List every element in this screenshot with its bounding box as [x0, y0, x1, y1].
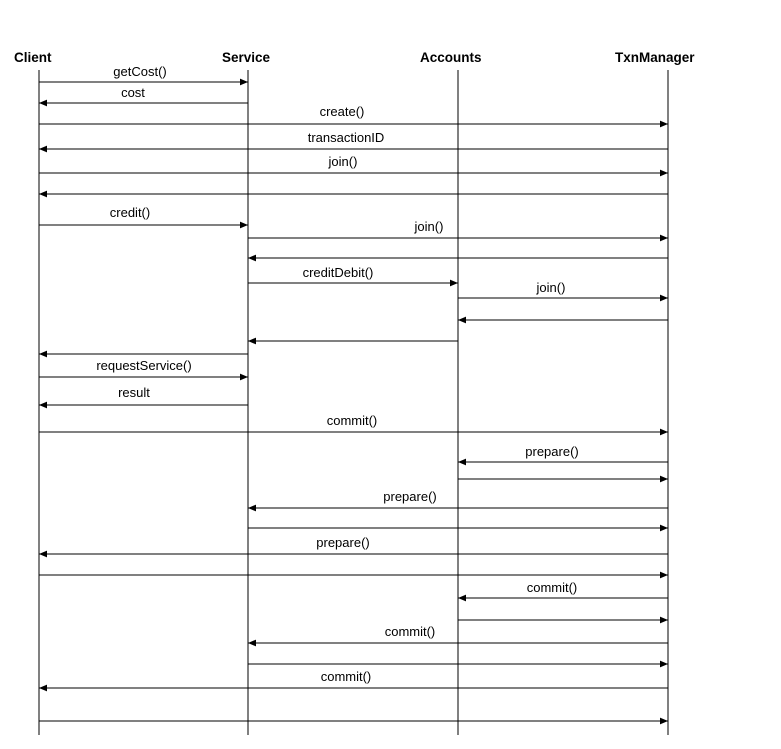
message-20: prepare()	[248, 489, 668, 512]
message-16: result	[39, 385, 248, 409]
message-arrowhead-24	[458, 594, 466, 602]
message-arrowhead-13	[248, 337, 256, 345]
message-arrowhead-8	[660, 234, 668, 242]
message-arrowhead-3	[660, 120, 668, 128]
message-1: getCost()	[39, 64, 248, 86]
message-label-8: join()	[414, 219, 444, 234]
message-arrowhead-21	[660, 524, 668, 532]
message-3: create()	[39, 104, 668, 128]
message-label-26: commit()	[385, 624, 436, 639]
message-label-2: cost	[121, 85, 145, 100]
message-label-18: prepare()	[525, 444, 578, 459]
message-arrowhead-18	[458, 458, 466, 466]
message-arrowhead-2	[39, 99, 47, 107]
message-6	[39, 190, 668, 198]
message-label-11: join()	[536, 280, 566, 295]
message-arrowhead-28	[39, 684, 47, 692]
message-27	[248, 660, 668, 668]
message-arrowhead-26	[248, 639, 256, 647]
messages-group: getCost() cost create() transactionID join()…	[39, 64, 668, 725]
lifeline-label-service: Service	[222, 50, 271, 65]
message-4: transactionID	[39, 130, 668, 153]
message-arrowhead-14	[39, 350, 47, 358]
message-label-22: prepare()	[316, 535, 369, 550]
message-arrowhead-29	[660, 717, 668, 725]
message-label-15: requestService()	[96, 358, 191, 373]
lifelines-group: Client Service Accounts TxnManager	[14, 50, 695, 735]
message-12	[458, 316, 668, 324]
message-arrowhead-22	[39, 550, 47, 558]
message-arrowhead-9	[248, 254, 256, 262]
message-arrowhead-10	[450, 279, 458, 287]
message-arrowhead-12	[458, 316, 466, 324]
message-arrowhead-4	[39, 145, 47, 153]
message-19	[458, 475, 668, 483]
lifeline-label-client: Client	[14, 50, 52, 65]
message-17: commit()	[39, 413, 668, 436]
message-11: join()	[458, 280, 668, 302]
message-26: commit()	[248, 624, 668, 647]
lifeline-label-txnmanager: TxnManager	[615, 50, 695, 65]
message-arrowhead-1	[240, 78, 248, 86]
message-label-3: create()	[320, 104, 365, 119]
message-15: requestService()	[39, 358, 248, 381]
message-label-10: creditDebit()	[303, 265, 374, 280]
message-arrowhead-6	[39, 190, 47, 198]
lifeline-label-accounts: Accounts	[420, 50, 482, 65]
message-2: cost	[39, 85, 248, 107]
message-label-17: commit()	[327, 413, 378, 428]
message-label-28: commit()	[321, 669, 372, 684]
message-label-24: commit()	[527, 580, 578, 595]
message-arrowhead-27	[660, 660, 668, 668]
message-arrowhead-16	[39, 401, 47, 409]
message-10: creditDebit()	[248, 265, 458, 287]
message-14	[39, 350, 248, 358]
message-label-16: result	[118, 385, 150, 400]
message-arrowhead-23	[660, 571, 668, 579]
message-arrowhead-15	[240, 373, 248, 381]
message-arrowhead-17	[660, 428, 668, 436]
message-7: credit()	[39, 205, 248, 229]
message-8: join()	[248, 219, 668, 242]
message-5: join()	[39, 154, 668, 177]
message-arrowhead-7	[240, 221, 248, 229]
message-24: commit()	[458, 580, 668, 602]
message-arrowhead-5	[660, 169, 668, 177]
message-23	[39, 571, 668, 579]
message-label-4: transactionID	[308, 130, 385, 145]
message-label-1: getCost()	[113, 64, 166, 79]
message-label-5: join()	[328, 154, 358, 169]
message-29	[39, 717, 668, 725]
lifeline-client: Client	[14, 50, 52, 735]
message-22: prepare()	[39, 535, 668, 558]
message-arrowhead-19	[660, 475, 668, 483]
message-21	[248, 524, 668, 532]
message-13	[248, 337, 458, 345]
message-arrowhead-25	[660, 616, 668, 624]
message-label-20: prepare()	[383, 489, 436, 504]
message-9	[248, 254, 668, 262]
message-25	[458, 616, 668, 624]
message-label-7: credit()	[110, 205, 150, 220]
message-arrowhead-11	[660, 294, 668, 302]
message-28: commit()	[39, 669, 668, 692]
message-18: prepare()	[458, 444, 668, 466]
lifeline-txnmanager: TxnManager	[615, 50, 695, 735]
message-arrowhead-20	[248, 504, 256, 512]
lifeline-service: Service	[222, 50, 271, 735]
lifeline-accounts: Accounts	[420, 50, 482, 735]
